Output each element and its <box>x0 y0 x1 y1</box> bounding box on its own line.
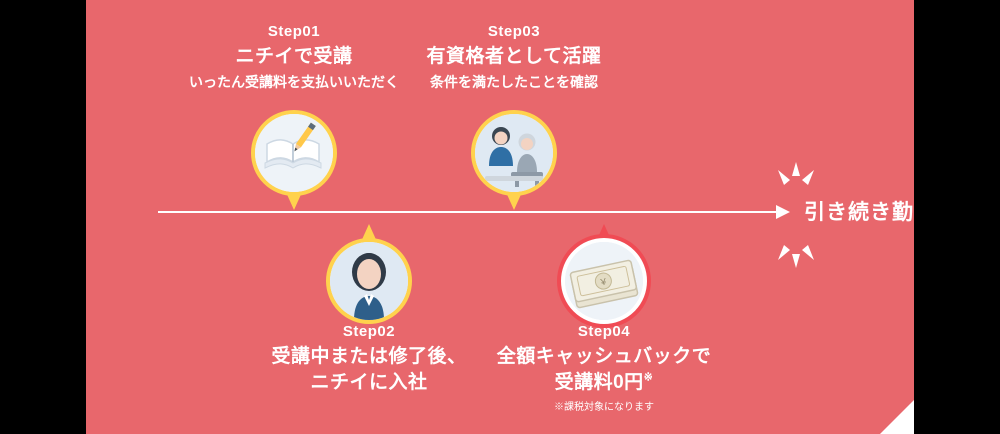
step03-node[interactable] <box>471 110 557 210</box>
step02-headline-2: ニチイに入社 <box>310 371 428 393</box>
step01-bubble <box>251 110 337 196</box>
cash-banknotes-icon: ￥ <box>565 242 643 320</box>
step02-node[interactable] <box>326 224 412 324</box>
open-book-with-pencil-icon <box>255 114 333 192</box>
step04-headline-2: 受講料0円※ <box>474 370 734 396</box>
step04-headline-2-text: 受講料0円 <box>554 371 644 393</box>
cashback-flow-panel: 引き続き勤務 Step01 ニチイで受講 いったん受講料を支払いいただく <box>86 0 914 434</box>
step04-asterisk: ※ <box>643 371 654 384</box>
step01-label: Step01 <box>267 23 321 40</box>
step03-caption: Step03 有資格者として活躍 条件を満たしたことを確認 <box>354 22 674 92</box>
step01-subline: いったん受講料を支払いいただく <box>189 73 399 90</box>
step04-label: Step04 <box>577 323 631 340</box>
step04-caption: Step04 全額キャッシュバックで 受講料0円※ ※課税対象になります <box>474 322 734 414</box>
step02-headline: 受講中または修了後、 <box>271 346 467 368</box>
step01-node[interactable] <box>251 110 337 210</box>
female-staff-portrait-icon <box>330 242 408 320</box>
step02-bubble <box>326 238 412 324</box>
svg-text:￥: ￥ <box>598 276 609 288</box>
timeline-arrow <box>158 205 790 219</box>
timeline-end-label: 引き続き勤務 <box>804 201 914 224</box>
corner-notch <box>880 400 914 434</box>
step04-headline: 全額キャッシュバックで <box>496 346 712 368</box>
step02-label: Step02 <box>342 323 396 340</box>
caregiver-and-senior-icon <box>475 114 553 192</box>
step03-subline: 条件を満たしたことを確認 <box>430 73 598 90</box>
step01-caption: Step01 ニチイで受講 いったん受講料を支払いいただく <box>134 22 454 92</box>
step03-label: Step03 <box>487 23 541 40</box>
step03-headline: 有資格者として活躍 <box>426 46 602 68</box>
step04-note: ※課税対象になります <box>554 401 654 413</box>
step04-node[interactable]: ￥ <box>561 224 647 324</box>
step03-bubble <box>471 110 557 196</box>
step02-caption: Step02 受講中または修了後、 ニチイに入社 <box>229 322 509 396</box>
step01-headline: ニチイで受講 <box>235 46 353 68</box>
step04-bubble: ￥ <box>561 238 647 324</box>
